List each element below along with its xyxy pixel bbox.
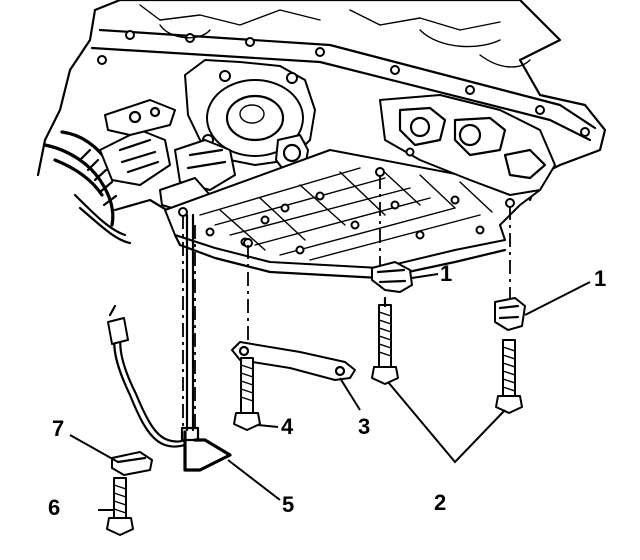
- leader-7: [69, 434, 119, 463]
- transmission-case: [36, 0, 607, 202]
- wiring-harness: [43, 99, 177, 245]
- bracket-bolt: [233, 357, 261, 431]
- leader-lines: [69, 273, 591, 511]
- leader-1b: [524, 281, 591, 316]
- alignment-lines: [182, 175, 511, 430]
- callout-5: 5: [282, 492, 295, 517]
- retainer-clip-left: [371, 261, 413, 293]
- callout-3: 3: [358, 414, 371, 439]
- bracket: [231, 341, 356, 381]
- valve-body: [164, 94, 556, 280]
- callout-2: 2: [434, 490, 447, 515]
- line-bolt: [106, 477, 134, 536]
- flange-bolts: [97, 30, 590, 137]
- leader-5: [227, 459, 281, 501]
- callout-4: 4: [281, 414, 294, 439]
- retainer-clip-right: [494, 297, 526, 331]
- leader-3: [339, 377, 361, 411]
- callout-1-right: 1: [594, 266, 607, 291]
- leader-1a: [411, 273, 439, 279]
- callout-7: 7: [52, 416, 65, 441]
- valve-body-bolt-right: [495, 339, 523, 414]
- callout-6: 6: [48, 495, 61, 520]
- leader-4: [257, 424, 279, 428]
- callout-1-left: 1: [440, 261, 453, 286]
- fluid-tube: [180, 213, 232, 472]
- lubrication-line: [107, 304, 188, 448]
- spring-clip: [111, 451, 153, 476]
- valve-body-bolt-left: [371, 296, 399, 385]
- pump-housing: [184, 59, 316, 173]
- leader-2: [387, 381, 506, 464]
